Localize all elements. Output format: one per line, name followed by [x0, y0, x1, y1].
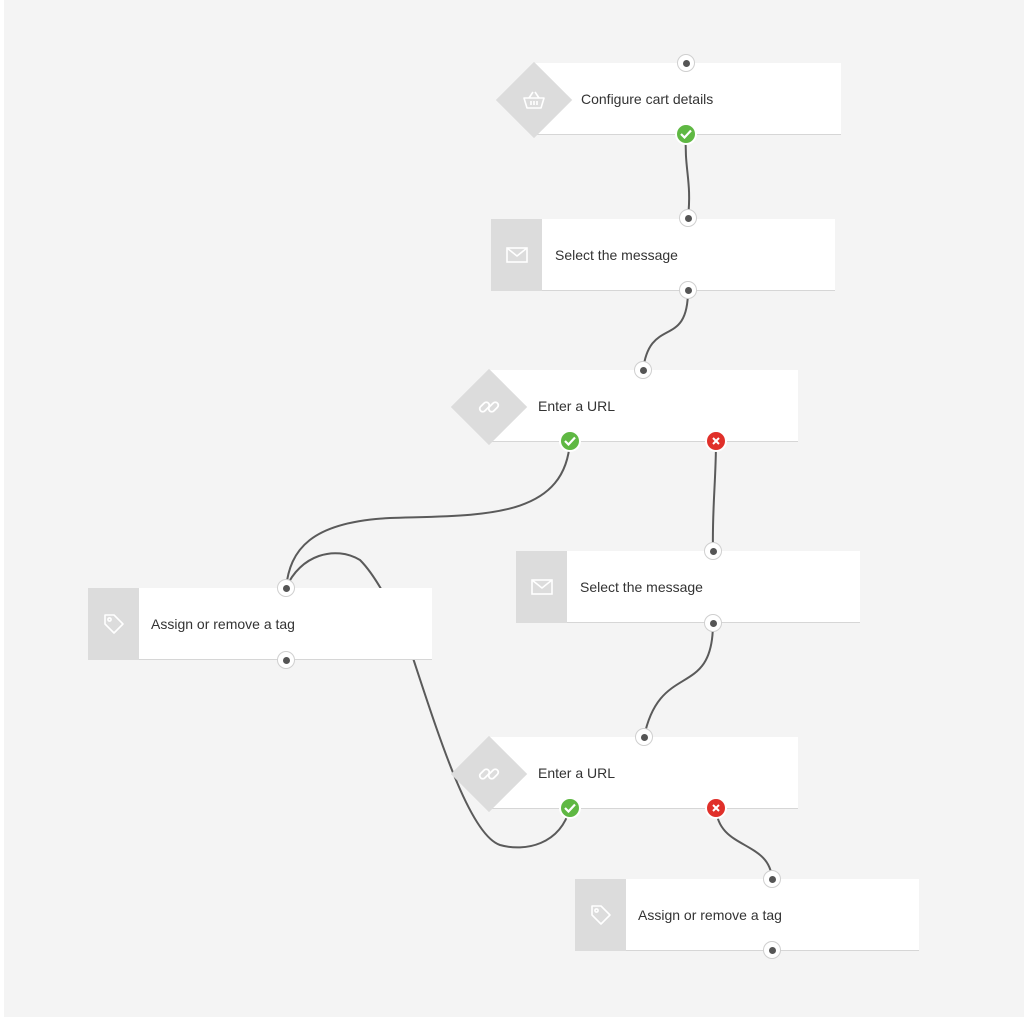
input-port[interactable]: [704, 542, 722, 560]
connector-n3-n4-failure[interactable]: [711, 440, 717, 552]
failure-output-icon[interactable]: [705, 430, 727, 452]
input-port[interactable]: [634, 361, 652, 379]
input-port[interactable]: [679, 209, 697, 227]
connector-n4-n6[interactable]: [643, 622, 714, 738]
node-assign-tag[interactable]: Assign or remove a tag: [88, 588, 432, 660]
connector-n3-n5-success[interactable]: [285, 440, 571, 589]
node-assign-tag[interactable]: Assign or remove a tag: [575, 879, 919, 951]
tag-icon: [575, 879, 626, 951]
node-enter-url[interactable]: Enter a URL: [490, 370, 798, 442]
node-label: Enter a URL: [538, 765, 616, 781]
output-port[interactable]: [704, 614, 722, 632]
node-label: Assign or remove a tag: [638, 907, 782, 923]
input-port[interactable]: [677, 54, 695, 72]
success-output-icon[interactable]: [675, 123, 697, 145]
input-port[interactable]: [277, 579, 295, 597]
basket-icon: [514, 80, 554, 120]
node-select-message[interactable]: Select the message: [491, 219, 835, 291]
envelope-icon: [516, 551, 567, 623]
node-label: Configure cart details: [581, 91, 714, 107]
node-label: Select the message: [555, 247, 678, 263]
connector-n2-n3[interactable]: [642, 289, 689, 371]
tag-icon: [88, 588, 139, 660]
connector-n6-n7-failure[interactable]: [715, 807, 773, 880]
node-label: Enter a URL: [538, 398, 616, 414]
output-port[interactable]: [763, 941, 781, 959]
success-output-icon[interactable]: [559, 797, 581, 819]
node-label: Assign or remove a tag: [151, 616, 295, 632]
connector-n1-n2[interactable]: [684, 133, 691, 219]
node-select-message[interactable]: Select the message: [516, 551, 860, 623]
connector-n6-n5-success[interactable]: [285, 552, 571, 849]
failure-output-icon[interactable]: [705, 797, 727, 819]
input-port[interactable]: [635, 728, 653, 746]
envelope-icon: [491, 219, 542, 291]
link-icon: [469, 387, 509, 427]
output-port[interactable]: [277, 651, 295, 669]
link-icon: [469, 754, 509, 794]
success-output-icon[interactable]: [559, 430, 581, 452]
output-port[interactable]: [679, 281, 697, 299]
node-enter-url[interactable]: Enter a URL: [490, 737, 798, 809]
node-label: Select the message: [580, 579, 703, 595]
input-port[interactable]: [763, 870, 781, 888]
